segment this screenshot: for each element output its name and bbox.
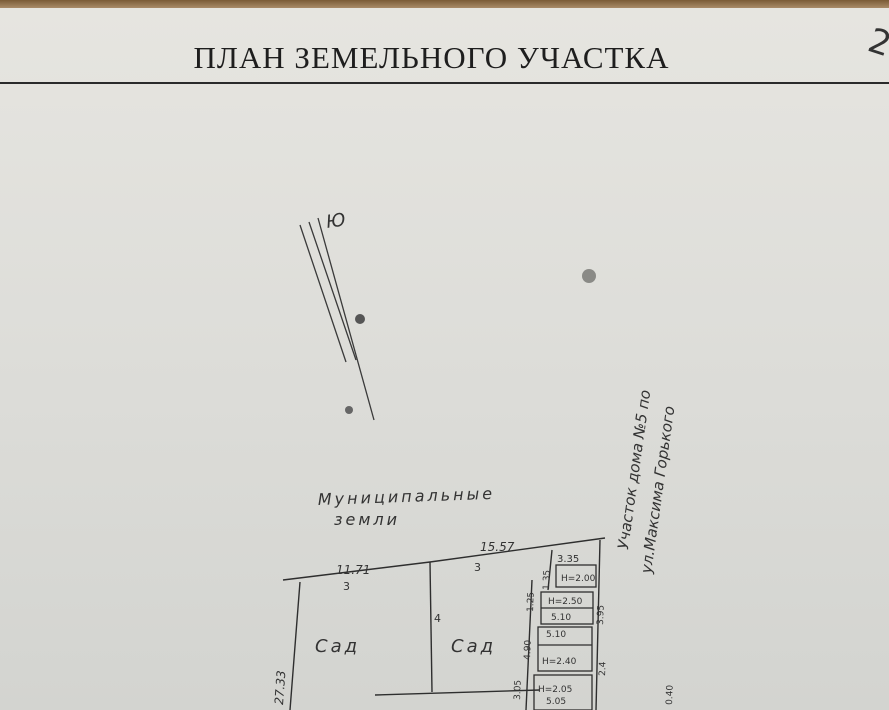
side-dim: 3.95 [596,605,607,625]
garden-right-label: Сад [451,636,496,657]
speck [345,406,353,414]
point-3a: 3 [343,580,350,593]
dim-left: 27.33 [272,670,288,705]
north-label: Ю [325,209,347,233]
side-dim: 3.05 [513,680,524,700]
plot-boundary [282,537,606,710]
title-underline [0,82,889,84]
speck [355,314,365,324]
side-dim: 1.25 [526,592,537,612]
speck [582,269,596,283]
building-length: 5.10 [551,613,571,623]
corner-mark: 2 [863,21,889,66]
municipal-label-line1: Муниципальные [317,484,495,509]
dim-top-left: 11.71 [336,563,370,577]
side-dim: 2.4 [598,661,609,676]
point-4: 4 [434,612,441,625]
building-height: Н=2.05 [538,685,572,695]
point-3b: 3 [474,561,481,574]
building-length: 5.10 [546,630,566,640]
side-dim: 4.90 [523,639,534,660]
municipal-label-line2: земли [334,510,400,529]
dim-small-top: 3.35 [557,554,579,565]
dim-top-right: 15.57 [480,540,515,554]
side-dim: 1.35 [542,570,553,590]
document-sheet [0,8,889,710]
document-title: ПЛАН ЗЕМЕЛЬНОГО УЧАСТКА [193,40,670,75]
north-arrow [299,217,375,421]
building-length: 5.05 [546,697,566,707]
building-height: Н=2.40 [542,657,577,667]
building-height: Н=2.50 [548,597,583,607]
building-height: Н=2.00 [561,574,596,584]
side-dim: 0.40 [665,684,676,705]
outbuildings [533,564,597,710]
garden-left-label: Сад [315,636,360,657]
